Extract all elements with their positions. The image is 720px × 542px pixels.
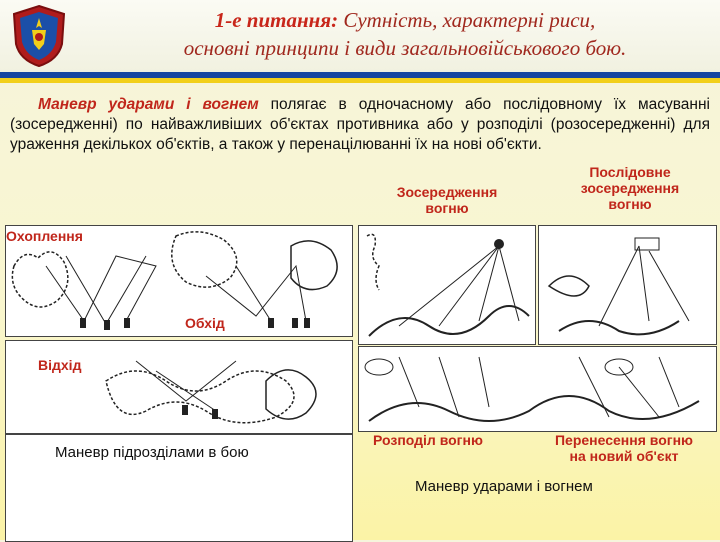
title-line2: основні принципи і види загальновійськов…: [183, 36, 627, 60]
panel-fire-concentration: [358, 225, 536, 345]
title-lead: 1-е питання:: [214, 8, 339, 32]
label-fire-distribution: Розподіл вогню: [373, 432, 483, 448]
label-concentration-2: вогню: [425, 200, 469, 216]
label-concentration-1: Зосередження: [396, 184, 498, 200]
caption-strikes-maneuver: Маневр ударами і вогнем: [415, 478, 593, 495]
paragraph-body: полягає в одночасному або послідовному ї…: [10, 96, 710, 153]
paragraph-lead: Маневр ударами і вогнем: [38, 96, 259, 113]
label-fire-transfer: Перенесення вогню на новий об'єкт: [533, 432, 715, 464]
label-fire-transfer-1: Перенесення вогню: [554, 432, 693, 448]
blue-stripe: [0, 72, 720, 78]
definition-paragraph: Маневр ударами і вогнем полягає в одноча…: [10, 95, 710, 155]
label-withdrawal: Відхід: [38, 357, 82, 373]
panel-caption-units: [5, 434, 353, 542]
yellow-stripe: [0, 78, 720, 83]
emblem-icon: [12, 4, 66, 68]
label-fire-transfer-2: на новий об'єкт: [569, 448, 679, 464]
label-envelopment: Охоплення: [6, 228, 83, 244]
panel-sequential-concentration: [538, 225, 717, 345]
caption-units-maneuver: Маневр підрозділами в бою: [55, 444, 249, 461]
slide-title: 1-е питання: Сутність, характерні риси, …: [95, 6, 715, 62]
panel-withdrawal: [5, 340, 353, 434]
label-bypass: Обхід: [185, 315, 225, 331]
label-concentration: Зосередження вогню: [372, 184, 522, 216]
title-line1: Сутність, характерні риси,: [343, 8, 596, 32]
panel-distribution-transfer: [358, 346, 717, 432]
label-sequential: Послідовне зосередження вогню: [545, 164, 715, 212]
label-sequential-3: вогню: [608, 196, 652, 212]
panel-envelopment-bypass: [5, 225, 353, 337]
header-bar: [0, 0, 720, 72]
label-sequential-1: Послідовне: [589, 164, 671, 180]
label-sequential-2: зосередження: [580, 180, 680, 196]
